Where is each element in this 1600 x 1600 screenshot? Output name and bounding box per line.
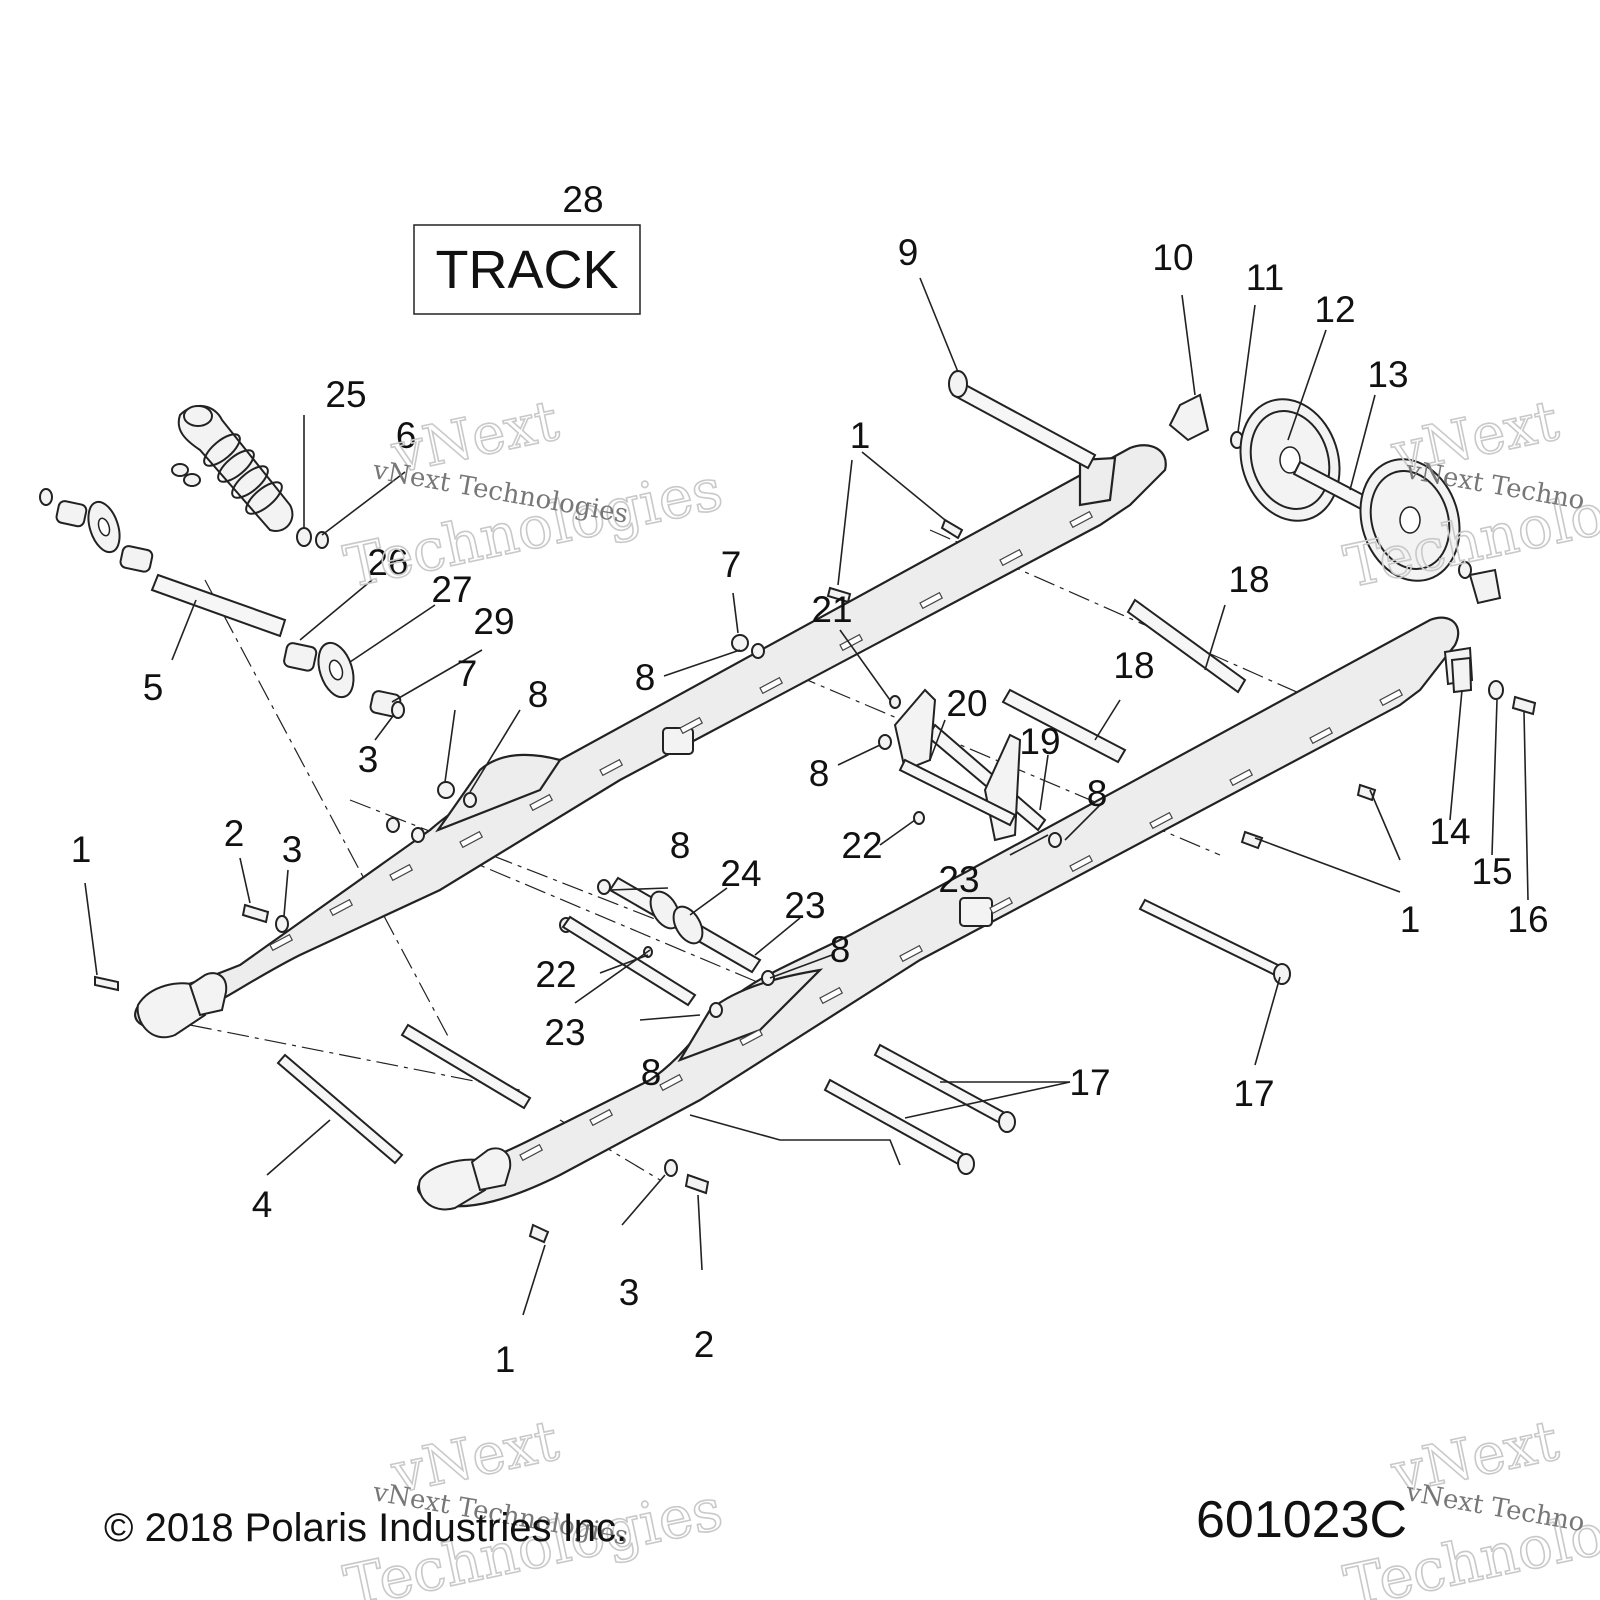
- callout-4: 4: [252, 1184, 273, 1225]
- callout-19: 19: [1019, 721, 1060, 762]
- callout-14: 14: [1429, 811, 1470, 852]
- rear-axle-assembly: [1168, 393, 1537, 716]
- callout-17-a: 17: [1069, 1062, 1110, 1103]
- callout-11: 11: [1246, 257, 1284, 298]
- callout-8-c: 8: [809, 753, 830, 794]
- callout-2-b: 2: [694, 1324, 715, 1365]
- callout-23-b: 23: [784, 885, 825, 926]
- callout-28: 28: [562, 179, 603, 220]
- callout-1-top: 1: [850, 415, 871, 456]
- callout-22-b: 22: [535, 954, 576, 995]
- hardware-small: [39, 488, 1377, 1244]
- callout-25: 25: [325, 374, 366, 415]
- callout-20: 20: [946, 683, 987, 724]
- callout-15: 15: [1471, 851, 1512, 892]
- callout-3-b: 3: [282, 829, 303, 870]
- callout-3-a: 3: [358, 739, 379, 780]
- callout-23-c: 23: [544, 1012, 585, 1053]
- callout-10: 10: [1152, 237, 1193, 278]
- callout-24: 24: [720, 853, 761, 894]
- alignment-lines: [189, 529, 1361, 1181]
- rail-rear: [134, 444, 1167, 1039]
- callout-26: 26: [367, 542, 408, 583]
- track-reference: TRACK: [413, 224, 641, 315]
- callout-8-e: 8: [670, 825, 691, 866]
- callout-16: 16: [1507, 899, 1548, 940]
- callout-3-c: 3: [619, 1272, 640, 1313]
- callout-1-left: 1: [71, 829, 92, 870]
- callout-7-b: 7: [457, 653, 478, 694]
- shock-absorber: [171, 405, 294, 532]
- callout-23-a: 23: [938, 859, 979, 900]
- diagram-number: 601023C: [1196, 1491, 1408, 1549]
- callout-9: 9: [898, 232, 919, 273]
- shafts: [276, 370, 1291, 1175]
- callout-2-a: 2: [224, 813, 245, 854]
- callout-8-a: 8: [635, 657, 656, 698]
- callout-5: 5: [143, 667, 164, 708]
- bracket-assembly: [893, 688, 1022, 842]
- callout-27: 27: [431, 569, 472, 610]
- callout-12: 12: [1314, 289, 1355, 330]
- callout-17-b: 17: [1233, 1073, 1274, 1114]
- rail-front: [417, 616, 1474, 1211]
- track-label: TRACK: [435, 240, 618, 300]
- callout-13: 13: [1367, 354, 1408, 395]
- callout-8-b: 8: [528, 674, 549, 715]
- callout-8-d: 8: [1087, 773, 1108, 814]
- callout-7-a: 7: [721, 544, 742, 585]
- callout-8-f: 8: [830, 929, 851, 970]
- leader-lines: [84, 277, 1529, 1316]
- callout-18-b: 18: [1113, 645, 1154, 686]
- callout-22-a: 22: [841, 825, 882, 866]
- callout-29: 29: [473, 601, 514, 642]
- callout-6: 6: [396, 415, 417, 456]
- callout-numbers: 28 9 10 11 12 13 25 6 1 26 27 29 7 21 18…: [71, 179, 1549, 1380]
- callout-8-g: 8: [641, 1052, 662, 1093]
- callout-18-a: 18: [1228, 559, 1269, 600]
- callout-21: 21: [811, 589, 852, 630]
- callout-1-right: 1: [1400, 899, 1421, 940]
- copyright-notice: © 2018 Polaris Industries Inc.: [104, 1506, 628, 1550]
- callout-1-bottom: 1: [495, 1339, 516, 1380]
